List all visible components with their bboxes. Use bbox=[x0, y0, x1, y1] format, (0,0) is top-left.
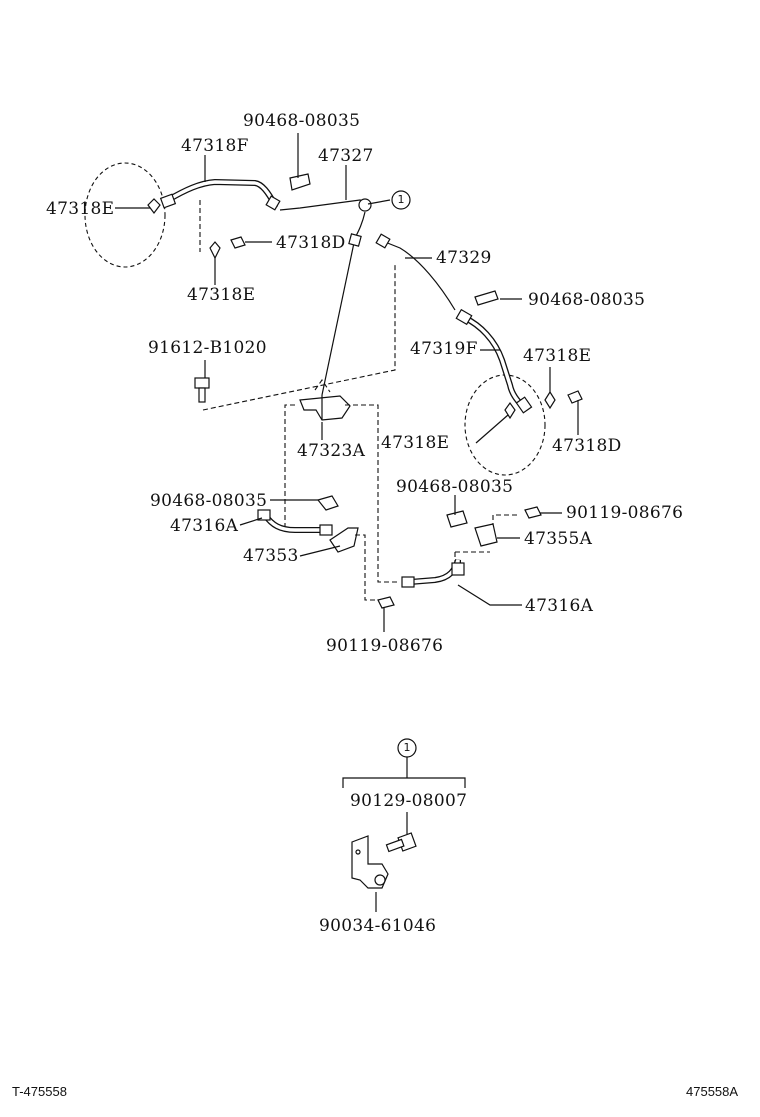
label-91612: 91612-B1020 bbox=[148, 338, 267, 358]
clip-90468-center bbox=[446, 510, 468, 528]
bolt-90129 bbox=[385, 832, 417, 853]
label-47316a-left: 47316A bbox=[170, 516, 239, 536]
label-90468-top: 90468-08035 bbox=[243, 111, 361, 131]
ref-number-top: 1 bbox=[397, 193, 405, 206]
fitting-47318e-right bbox=[544, 390, 556, 410]
label-47355a: 47355A bbox=[524, 529, 593, 549]
dash-leader-91612 bbox=[202, 265, 396, 411]
dash-leader-90119-right bbox=[492, 514, 520, 528]
fitting-47318e-center bbox=[504, 401, 516, 420]
label-90034: 90034-61046 bbox=[319, 916, 437, 936]
label-47319f: 47319F bbox=[410, 339, 478, 359]
flex-hose-47316a-left bbox=[257, 509, 333, 536]
label-90468-right: 90468-08035 bbox=[528, 290, 646, 310]
clamp-90034 bbox=[351, 835, 389, 889]
leader-47316a-right bbox=[457, 584, 522, 606]
leader-47316a-left bbox=[239, 517, 263, 526]
ref-number-bottom: 1 bbox=[403, 741, 411, 754]
label-47316a-right: 47316A bbox=[525, 596, 594, 616]
dash-leader-90119-bottom bbox=[355, 534, 380, 601]
fitting-47318e-mid bbox=[209, 241, 221, 260]
bracket-47353 bbox=[329, 527, 359, 553]
leader-ref-top bbox=[367, 199, 391, 205]
tube-47329 bbox=[384, 241, 456, 311]
label-47353: 47353 bbox=[243, 546, 299, 566]
label-47327: 47327 bbox=[318, 146, 374, 166]
clip-90468-right bbox=[474, 290, 499, 306]
label-90468-lower-left: 90468-08035 bbox=[150, 491, 268, 511]
footer-right-code: 475558A bbox=[686, 1084, 739, 1099]
valve-47323a bbox=[299, 395, 351, 421]
clip-90468-top bbox=[289, 173, 311, 191]
label-47318d-right: 47318D bbox=[552, 436, 622, 456]
tube-47327 bbox=[279, 199, 369, 211]
leader-47318e-center bbox=[475, 414, 509, 444]
bracket-90129-group bbox=[342, 777, 466, 788]
flex-hose-47319f bbox=[455, 308, 533, 414]
label-47318e-center: 47318E bbox=[381, 433, 450, 453]
dash-leader-47316a-left bbox=[284, 404, 295, 530]
footer-left-code: T-475558 bbox=[12, 1084, 67, 1099]
label-47318e-right: 47318E bbox=[523, 346, 592, 366]
bracket-47355a bbox=[474, 523, 498, 547]
label-90119-bottom: 90119-08676 bbox=[326, 636, 444, 656]
flex-hose-47318f bbox=[159, 178, 281, 211]
ref-circle-top bbox=[391, 190, 411, 210]
leader-47353 bbox=[299, 545, 341, 557]
label-90129: 90129-08007 bbox=[350, 791, 468, 811]
dash-leader-valve-top bbox=[314, 379, 331, 393]
flex-hose-47316a-right bbox=[401, 559, 465, 588]
right-wheel-outline bbox=[464, 374, 546, 476]
bolt-47318d-right bbox=[567, 390, 583, 404]
clip-90468-lower-left bbox=[316, 495, 339, 511]
label-47323a: 47323A bbox=[297, 441, 366, 461]
bolt-91612 bbox=[194, 377, 210, 403]
label-47318d-top: 47318D bbox=[276, 233, 346, 253]
label-47329: 47329 bbox=[436, 248, 492, 268]
left-wheel-outline bbox=[84, 162, 166, 268]
label-90468-center: 90468-08035 bbox=[396, 477, 514, 497]
label-47318f: 47318F bbox=[181, 136, 249, 156]
label-90119-right: 90119-08676 bbox=[566, 503, 684, 523]
bolt-90119-bottom bbox=[377, 596, 395, 609]
joint-fitting bbox=[358, 198, 372, 212]
label-47318e-mid: 47318E bbox=[187, 285, 256, 305]
bolt-47318d-top bbox=[230, 236, 246, 249]
label-47318e-left: 47318E bbox=[46, 199, 115, 219]
bolt-90119-right bbox=[524, 506, 542, 519]
dash-leader-47316a-right bbox=[345, 404, 400, 583]
fitting-47318e-left bbox=[147, 198, 161, 214]
